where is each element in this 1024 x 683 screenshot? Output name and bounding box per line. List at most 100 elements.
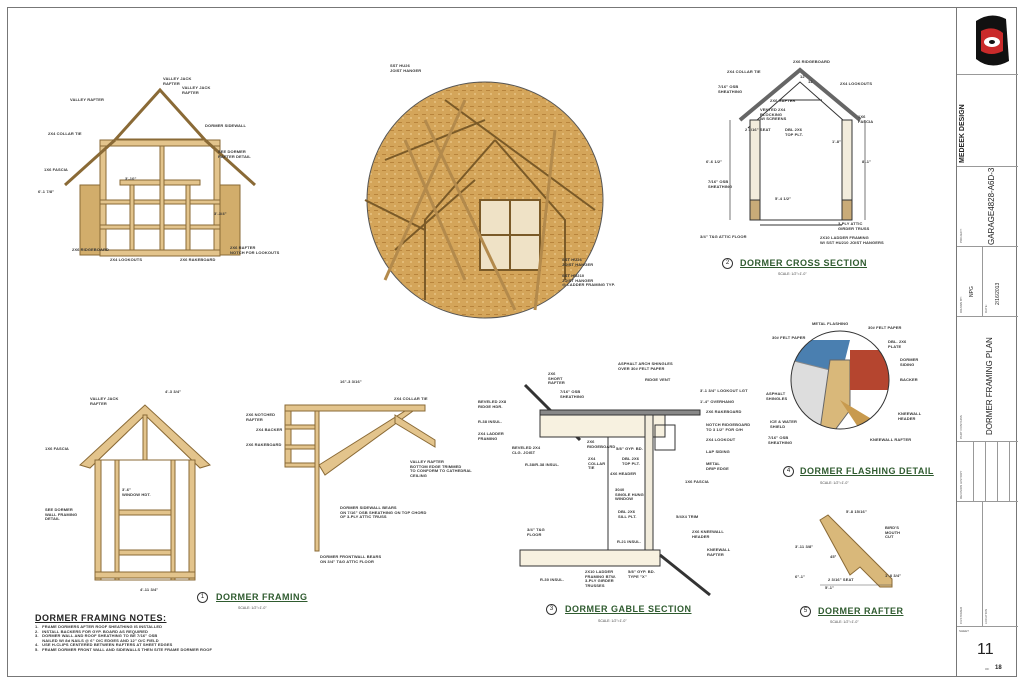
view-title: DORMER RAFTER — [818, 606, 904, 616]
sheet-total: 18 — [995, 665, 1002, 671]
note-item: 4. USE H-CLIPS CENTERED BETWEEN RAFTERS … — [35, 642, 173, 647]
dormer-rafter-drawing — [819, 514, 893, 588]
callout: 1X6 FASCIA — [858, 114, 874, 124]
callout: 1X6 FASCIA — [45, 446, 69, 451]
callout: R-38 INSUL. — [478, 419, 502, 424]
callout: R-21 INSUL. — [617, 539, 641, 544]
revision-cell: REVISION HISTORY — [957, 442, 1018, 502]
pitch-label: 12 — [800, 74, 805, 79]
dimension: 1'-4" OVERHANG — [700, 399, 735, 404]
callout: BIRD'S MOUTH CUT — [885, 525, 901, 539]
drawn-by-cell: DRAWN BY: NPG DATE: 2/16/2013 — [957, 247, 1018, 317]
callout: 2X10 LADDER FRAMING BTW. 3-PLY GIRDER TR… — [585, 569, 616, 588]
callout: KNEEWALL HEADER — [898, 411, 922, 421]
callout: ICE & WATER SHIELD — [770, 419, 798, 429]
flashing-detail-drawing — [790, 330, 890, 430]
company-logo-icon — [976, 15, 1009, 66]
dimension: 3'-1 3/4" LOOKOUT LGT — [700, 388, 748, 393]
project-label: PROJECT: — [959, 228, 963, 243]
callout: 2X4 COLLAR TIE — [727, 69, 761, 74]
callout: 2X4 COLLAR TIE — [588, 456, 606, 470]
view-number: 3 — [546, 604, 557, 615]
callout: 2X6 RAKEBOARD — [706, 409, 742, 414]
dormer-3d-render — [364, 81, 604, 319]
callout: 2X6 RAKEBOARD — [246, 442, 282, 447]
dormer-cross-section-drawing — [729, 67, 866, 226]
callout: 30# FELT PAPER — [772, 335, 806, 340]
callout: 2X6 RAKEBOARD — [180, 257, 216, 262]
callout: SST HU26 JOIST HANGER — [390, 63, 422, 73]
callout: DBL. 2X6 PLATE — [888, 339, 907, 349]
callout: 2X6 RIDGEBOARD — [72, 247, 109, 252]
note-item: 5. FRAME DORMER FRONT WALL AND SIDEWALLS… — [35, 646, 212, 652]
drawn-by-label: DRAWN BY: — [959, 296, 963, 313]
view-number: 2 — [722, 258, 733, 269]
sheet-title-label: PART CONTAINS — [959, 415, 963, 439]
callout: 2X4 LOOKOUTS — [840, 81, 873, 86]
callout: 2X6 SHORT RAFTER — [548, 371, 565, 385]
customer-cell: CUSTOMER LOCATION — [957, 502, 1018, 627]
callout: 2X4 LOOKOUTS — [110, 257, 143, 262]
callout: ASPHALT ARCH SHINGLES OVER 30# FELT PAPE… — [618, 361, 673, 371]
callout: 30# FELT PAPER — [868, 325, 902, 330]
callout: 2 3/16" SEAT — [745, 127, 771, 132]
note-item: 1. FRAME DORMERS AFTER ROOF SHEATHING IS… — [35, 624, 163, 629]
view-title: DORMER CROSS SECTION — [740, 258, 868, 268]
project-name: GARAGE4828-A6D-3 — [987, 167, 996, 245]
company-name: MEDEEK DESIGN — [959, 104, 966, 163]
callout: 4X6 HEADER — [610, 471, 637, 476]
callout: 5/8" GYP. BD. TYPE "X" — [628, 569, 655, 579]
dormer-side-framing-drawing — [284, 404, 436, 552]
callout: DORMER SIDING — [900, 357, 919, 367]
callout: NOTCH RIDGEBOARD TO 3 1/2" FOR O/H — [706, 422, 751, 432]
sheet-title-cell: PART CONTAINS DORMER FRAMING PLAN — [957, 317, 1018, 442]
callout: 2X4 LOOKOUT — [706, 437, 736, 442]
callout: 2X6 NOTCHED RAFTER — [246, 412, 276, 422]
dormer-gable-section-drawing — [519, 383, 711, 597]
callout: R-38/R-38 INSUL. — [525, 462, 560, 467]
callout: VALLEY RAFTER BOTTOM EDGE TRIMMED TO CON… — [410, 459, 472, 478]
callout: 5/4X4 TRIM — [676, 514, 699, 519]
callout: SST HU210 JOIST HANGER @ LADDER FRAMING … — [562, 273, 616, 287]
callout: R-30 INSUL. — [540, 577, 564, 582]
dimension: 4'-11 3/4" — [140, 587, 159, 592]
notes-title: DORMER FRAMING NOTES: — [35, 613, 167, 623]
view-scale: SCALE: 1/2"=1'-0" — [598, 619, 627, 623]
callout: DORMER FRONTWALL BEARS ON 3/4" T&G ATTIC… — [320, 554, 382, 564]
callout: 1X6 FASCIA — [685, 479, 709, 484]
callout: DBL 2X6 SILL PLT. — [618, 509, 637, 519]
callout: 3/4" T&G FLOOR — [527, 527, 545, 537]
callout: 2X10 LADDER FRAMING W/ SST HU210 JOIST H… — [820, 235, 884, 245]
callout: 2X6 RIDGEBOARD — [793, 59, 830, 64]
dimension: 4'-3 3/4" — [165, 389, 182, 394]
callout: 1X6 FASCIA — [44, 167, 68, 172]
dimension: 3'-3/4" — [214, 211, 227, 216]
dimension: 6'-6 1/2" — [706, 159, 723, 164]
view-number: 1 — [197, 592, 208, 603]
view-number: 5 — [800, 606, 811, 617]
view-scale: SCALE: 1/2"=1'-0" — [778, 272, 807, 276]
company-cell: MEDEEK DESIGN — [957, 75, 1018, 167]
callout: BEVELED 2X8 RIDGE HDR. — [478, 399, 507, 409]
callout: 7/16" OSB SHEATHING — [718, 84, 743, 94]
revision-label: REVISION HISTORY — [959, 470, 963, 499]
view-number: 4 — [783, 466, 794, 477]
note-item: 2. INSTALL BACKERS FOR GYP. BOARD AS REQ… — [35, 628, 149, 634]
callout: 3/4" T&G ATTIC FLOOR — [700, 234, 747, 239]
callout: DORMER SIDEWALL — [205, 123, 247, 128]
view-scale: SCALE: 1/2"=1'-0" — [238, 606, 267, 610]
of-label: OF — [985, 667, 990, 671]
customer-label: CUSTOMER — [959, 606, 963, 624]
framing-notes: DORMER FRAMING NOTES: 1. FRAME DORMERS A… — [35, 613, 212, 652]
dimension: 16"-3 3/16" — [340, 379, 362, 384]
callout: VALLEY RAFTER — [70, 97, 105, 102]
sheet-number-cell: SHEET 11 OF 18 — [957, 627, 1018, 677]
callout: DORMER SIDEWALL BEARS ON 7/16" OSB SHEAT… — [340, 505, 427, 519]
drawn-by: NPG — [969, 286, 975, 297]
callout: 7/16" OSB SHEATHING — [560, 389, 585, 399]
callout: KNEEWALL RAFTER — [707, 547, 731, 557]
callout: 2X4 BACKER — [256, 427, 283, 432]
sheet-label: SHEET — [959, 629, 970, 633]
location-label: LOCATION — [984, 608, 988, 624]
dormer-front-framing-drawing — [79, 404, 211, 581]
